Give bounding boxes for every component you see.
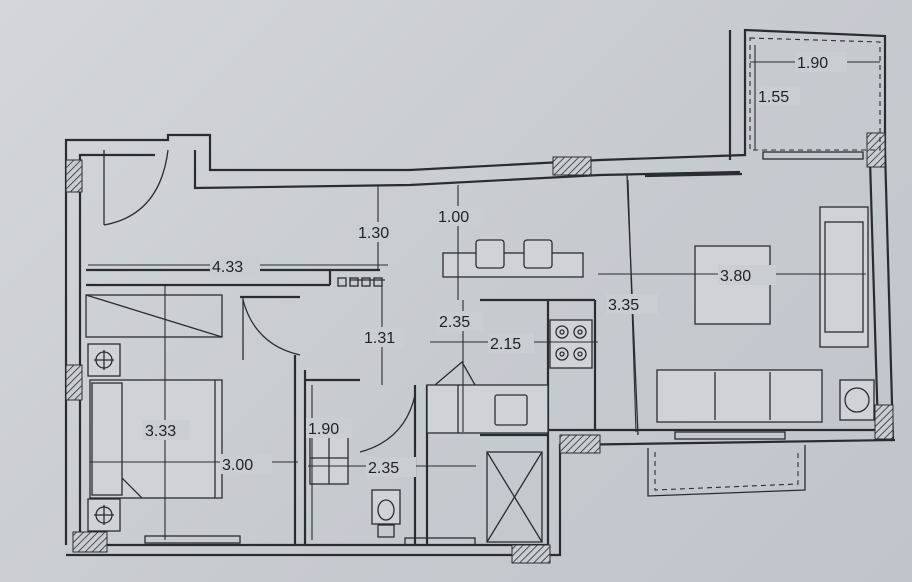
dim-bath-width: 2.35 xyxy=(368,460,399,477)
dim-bedroom-width: 3.00 xyxy=(222,457,253,474)
dim-balcony-depth: 1.55 xyxy=(758,89,789,106)
structural-columns xyxy=(65,132,894,564)
shower xyxy=(309,431,349,485)
dim-hall-depth: 1.31 xyxy=(364,330,395,347)
toilet xyxy=(371,489,401,538)
dim-corridor-depth: 1.30 xyxy=(358,225,389,242)
kitchen-counter xyxy=(426,360,549,434)
balcony-bottom xyxy=(647,445,806,497)
exterior-walls xyxy=(64,28,896,557)
dim-kitchen-width-a: 2.35 xyxy=(439,314,470,331)
cooktop xyxy=(549,319,593,369)
dim-balcony-width: 1.90 xyxy=(797,55,828,72)
dim-corridor-length: 4.33 xyxy=(212,259,243,276)
armchair xyxy=(819,206,869,348)
washing-machine xyxy=(839,379,875,421)
dim-bedroom-depth: 3.33 xyxy=(145,423,176,440)
dim-living-depth: 3.35 xyxy=(608,297,639,314)
dim-living-width: 3.80 xyxy=(720,268,751,285)
dimension-labels: 1.90 1.55 1.30 1.00 4.33 3.80 3.35 1.31 … xyxy=(143,52,847,477)
doors xyxy=(103,149,416,455)
dim-bath-depth: 1.90 xyxy=(308,421,339,438)
balcony-top xyxy=(749,37,881,151)
corridor-switches xyxy=(337,277,383,287)
dimension-lines xyxy=(88,45,880,540)
nightstands xyxy=(87,343,121,532)
sofa xyxy=(656,369,823,423)
windows xyxy=(144,151,864,546)
dim-kitchen-depth: 1.00 xyxy=(438,209,469,226)
dim-kitchen-width-b: 2.15 xyxy=(490,336,521,353)
dining-table xyxy=(442,239,584,278)
